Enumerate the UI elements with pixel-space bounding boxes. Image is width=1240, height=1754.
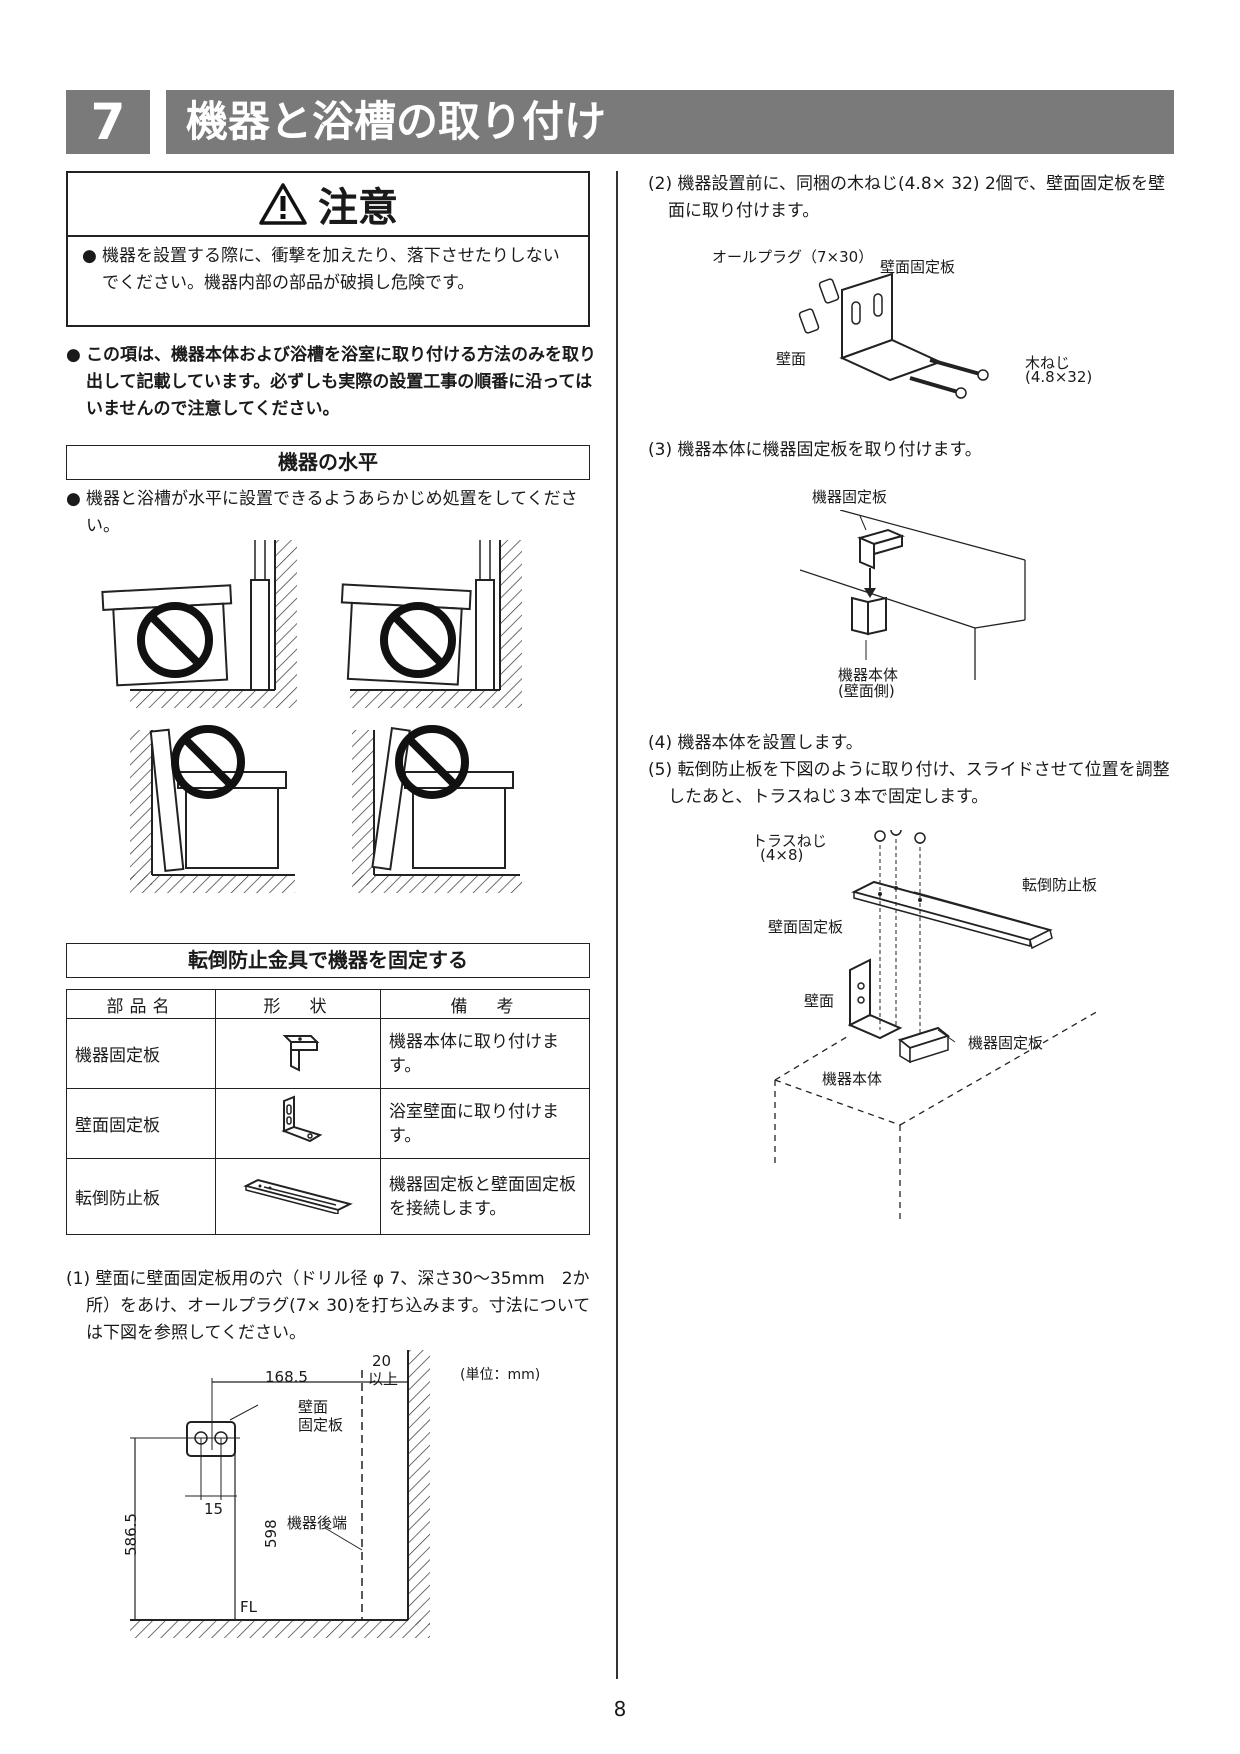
fix-section-heading: 転倒防止金具で機器を固定する — [66, 943, 590, 978]
unit-label: (単位：mm) — [460, 1367, 541, 1383]
bullet-icon: ● — [66, 345, 81, 365]
step-5: (5) 転倒防止板を下図のように取り付け、スライドさせて位置を調整したあと、トラ… — [648, 760, 1170, 807]
wall-label-2: 壁面 — [804, 992, 835, 1010]
part-note: 機器固定板と壁面固定板を接続します。 — [380, 1158, 590, 1235]
table-row: 機器固定板 機器本体に取り付けます。 — [66, 1018, 590, 1089]
part-shape-cell — [215, 1018, 381, 1089]
device-body-label: 機器本体 — [838, 666, 899, 684]
section-number: 7 — [66, 90, 150, 154]
anti-tip-plate-icon — [243, 1178, 353, 1215]
level-illustration — [101, 540, 522, 893]
important-note: ● この項は、機器本体および浴槽を浴室に取り付ける方法のみを取り出して記載してい… — [66, 342, 596, 423]
device-plate-label: 機器固定板 — [812, 488, 888, 506]
device-plate-label-2: 機器固定板 — [968, 1034, 1044, 1052]
caution-box: 注意 ● 機器を設置する際に、衝撃を加えたり、落下させたりしないでください。機器… — [66, 171, 590, 327]
step-2: (2) 機器設置前に、同梱の木ねじ(4.8× 32) 2個で、壁面固定板を壁面に… — [648, 174, 1166, 221]
level-section-text: ● 機器と浴槽が水平に設置できるようあらかじめ処置をしてください。 — [66, 486, 596, 540]
truss-screw-size: (4×8) — [760, 846, 804, 864]
truss-screw-label: トラスねじ — [752, 832, 827, 850]
caution-title: 注意 — [318, 185, 398, 231]
device-body-label-2: 機器本体 — [822, 1070, 883, 1088]
column-divider — [616, 171, 618, 1679]
dim-598: 598 — [262, 1519, 280, 1548]
dim-586-5: 586.5 — [122, 1513, 140, 1556]
dim-20: 20 — [372, 1352, 392, 1370]
page-title: 機器と浴槽の取り付け — [166, 90, 1174, 154]
bullet-icon: ● — [82, 246, 97, 266]
table-header: 形 状 — [215, 989, 381, 1019]
wall-plate-label-2: 固定板 — [298, 1416, 344, 1434]
part-note: 機器本体に取り付けます。 — [380, 1018, 590, 1089]
dimension-figure — [130, 1350, 430, 1638]
part-shape-cell — [215, 1158, 381, 1235]
table-header: 部品名 — [66, 989, 216, 1019]
level-section-heading: 機器の水平 — [66, 445, 590, 480]
wood-screw-label: 木ねじ — [1025, 354, 1071, 372]
plug-label: オールプラグ（7×30） — [712, 248, 874, 266]
anti-tip-assembly-figure — [774, 830, 1101, 1220]
parts-table: 部品名 形 状 備 考 機器固定板 機器本体に取り付けます。 壁面固定板 — [66, 989, 590, 1235]
part-name: 壁面固定板 — [66, 1088, 216, 1159]
bullet-icon: ● — [66, 489, 81, 509]
wall-plate-label: 壁面固定板 — [880, 258, 956, 276]
rear-end-label: 機器後端 — [287, 1514, 348, 1532]
wood-screw-size: (4.8×32) — [1025, 368, 1093, 386]
dim-168-5: 168.5 — [265, 1368, 308, 1386]
wall-label: 壁面 — [776, 350, 807, 368]
part-name: 機器固定板 — [66, 1018, 216, 1089]
part-name: 転倒防止板 — [66, 1158, 216, 1235]
floor-label: FL — [240, 1598, 257, 1616]
part-note: 浴室壁面に取り付けます。 — [380, 1088, 590, 1159]
wall-plate-icon — [281, 1095, 323, 1143]
part-shape-cell — [215, 1088, 381, 1159]
wall-plate-label-2: 壁面固定板 — [768, 918, 844, 936]
wall-plate-label-1: 壁面 — [298, 1398, 329, 1416]
device-body-wall-side: (壁面側) — [838, 682, 895, 700]
caution-header: 注意 — [68, 173, 588, 237]
table-row: 壁面固定板 浴室壁面に取り付けます。 — [66, 1088, 590, 1159]
table-header: 備 考 — [380, 989, 590, 1019]
wall-plate-figure — [798, 272, 989, 399]
step-4: (4) 機器本体を設置します。 — [648, 733, 863, 753]
page-number: 8 — [613, 1697, 627, 1721]
table-row: 転倒防止板 機器固定板と壁面固定板を接続します。 — [66, 1158, 590, 1235]
table-header-row: 部品名 形 状 備 考 — [66, 989, 590, 1019]
step-1: (1) 壁面に壁面固定板用の穴（ドリル径 φ 7、深さ30～35mm 2か所）を… — [66, 1269, 591, 1343]
warning-triangle-icon — [259, 183, 307, 225]
dim-20-min: 以上 — [368, 1370, 399, 1388]
device-plate-icon — [282, 1035, 320, 1072]
step-3: (3) 機器本体に機器固定板を取り付けます。 — [648, 440, 982, 460]
dim-15: 15 — [204, 1500, 224, 1518]
caution-item: ● 機器を設置する際に、衝撃を加えたり、落下させたりしないでください。機器内部の… — [82, 243, 576, 297]
device-plate-figure — [800, 510, 1026, 680]
anti-tip-plate-label: 転倒防止板 — [1022, 876, 1098, 894]
